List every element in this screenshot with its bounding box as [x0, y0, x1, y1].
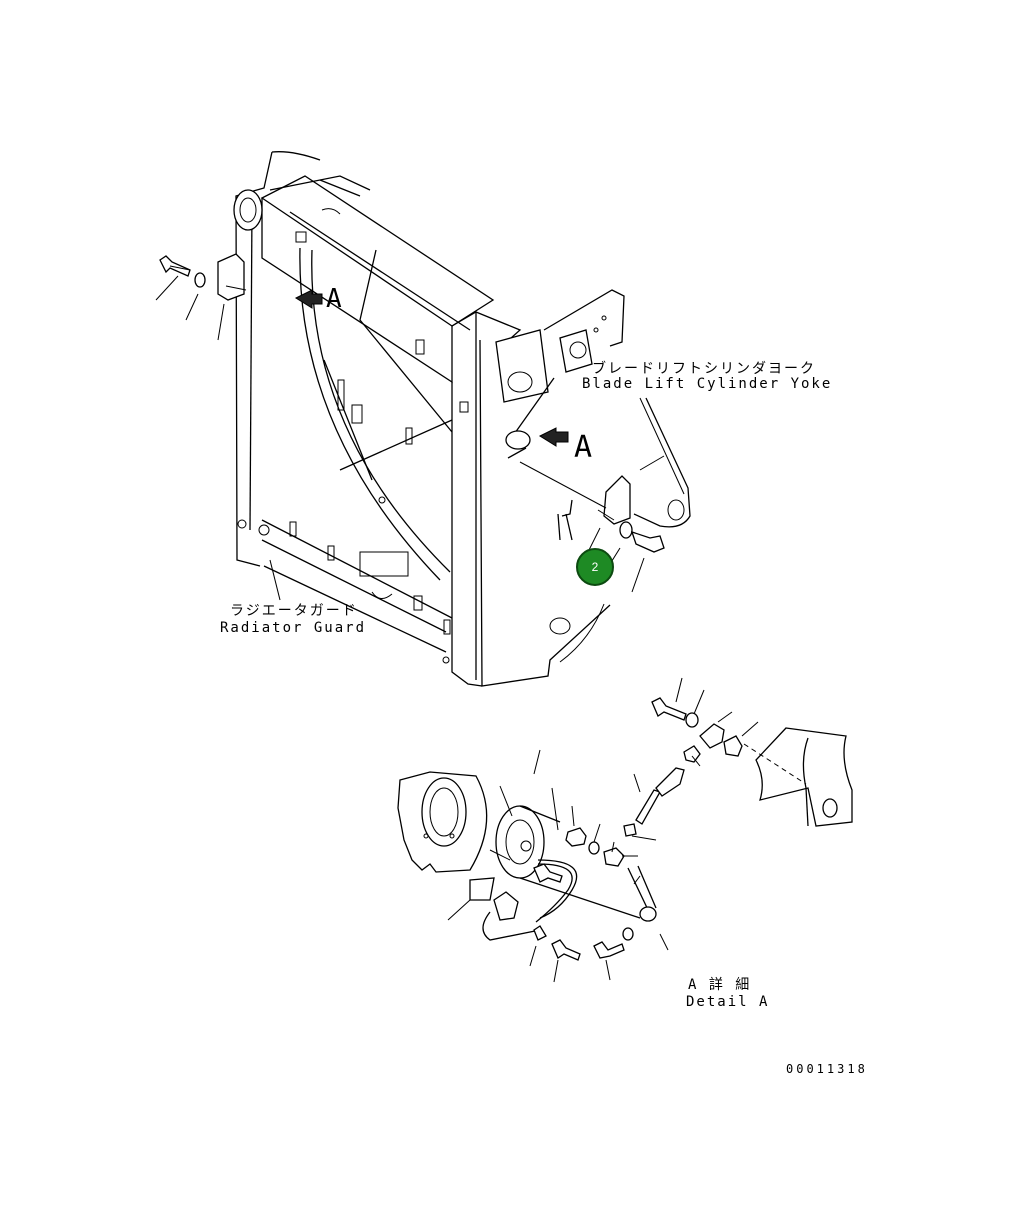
- yoke-label-en: Blade Lift Cylinder Yoke: [582, 376, 833, 392]
- radiator-guard-frame: [233, 151, 625, 687]
- detail-label-en: Detail A: [686, 994, 770, 1010]
- yoke-block-detail: [743, 727, 853, 827]
- view-marker-a-upper: A: [326, 284, 342, 314]
- yoke-label-jp: ブレードリフトシリンダヨーク: [592, 361, 816, 377]
- guard-label-jp: ラジエータガード: [230, 603, 358, 619]
- blade-lift-cylinder-yoke-outline: [549, 397, 691, 663]
- part-callout-2[interactable]: 2: [576, 548, 614, 586]
- drawing-number: 00011318: [786, 1062, 868, 1076]
- yoke-leader-line: [639, 397, 685, 495]
- left-cover-bolt-group: [155, 253, 247, 341]
- detail-a-assembly: [397, 677, 759, 983]
- view-marker-a-lower: A: [574, 430, 593, 465]
- guard-label-en: Radiator Guard: [220, 620, 367, 636]
- view-arrow-a-upper: [294, 289, 323, 309]
- right-cover-bolt-group: [519, 461, 665, 593]
- detail-label-jp: A 詳 細: [688, 977, 752, 993]
- guard-leader-line: [269, 559, 281, 601]
- view-arrow-a-lower: [538, 427, 569, 447]
